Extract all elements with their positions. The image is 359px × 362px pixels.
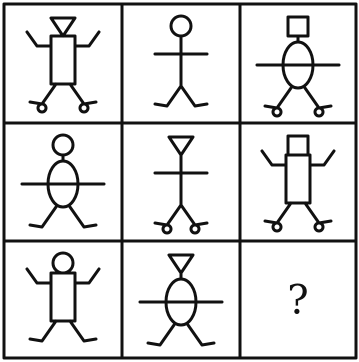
foot-circle-left (273, 108, 281, 116)
leg-left (155, 205, 181, 225)
foot-circle-left (273, 223, 281, 231)
foot-circle-left (163, 225, 171, 233)
leg-left (265, 88, 291, 108)
arm-right-raised (75, 269, 99, 283)
leg-right (70, 84, 96, 104)
head-triangle-down (169, 137, 193, 155)
head-circle (53, 253, 73, 273)
leg-left (265, 203, 291, 223)
foot-circle-right (315, 108, 323, 116)
head-triangle-down (51, 18, 75, 36)
head-circle (53, 135, 73, 155)
leg-left (155, 86, 181, 106)
stick-figure (262, 136, 334, 231)
stick-figure (27, 18, 99, 112)
leg-right (305, 88, 331, 108)
puzzle-cell (155, 16, 207, 106)
arm-left-raised (27, 32, 51, 46)
arm-right-raised (310, 151, 334, 165)
puzzle-cell (140, 255, 222, 345)
stick-figure (27, 253, 99, 341)
leg-right (70, 207, 96, 227)
stick-figure (140, 255, 222, 345)
head-circle (171, 16, 191, 36)
head-square (288, 136, 308, 155)
stick-figure (22, 135, 104, 227)
question-mark: ? (287, 278, 308, 324)
puzzle-cell (262, 136, 334, 231)
puzzle-cell (27, 253, 99, 341)
leg-right (181, 205, 207, 225)
puzzle-cell (155, 137, 207, 233)
leg-left (30, 207, 56, 227)
arm-left-raised (262, 151, 286, 165)
arm-left-raised (27, 269, 51, 283)
head-triangle-down (169, 255, 193, 273)
body-rectangle (51, 273, 75, 321)
leg-right (181, 86, 207, 106)
leg-left (30, 321, 56, 341)
foot-circle-right (191, 225, 199, 233)
stick-figure (155, 137, 207, 233)
puzzle-cell: ? (287, 278, 308, 324)
leg-right (188, 325, 214, 345)
leg-right (305, 203, 331, 223)
body-rectangle (51, 36, 75, 84)
foot-circle-left (38, 104, 46, 112)
leg-left (148, 325, 174, 345)
puzzle-cell (257, 17, 339, 116)
stick-figure (257, 17, 339, 116)
body-rectangle (286, 155, 310, 203)
stick-figure (155, 16, 207, 106)
foot-circle-right (315, 223, 323, 231)
puzzle-cell (27, 18, 99, 112)
leg-right (70, 321, 96, 341)
foot-circle-right (80, 104, 88, 112)
arm-right-raised (75, 32, 99, 46)
leg-left (30, 84, 56, 104)
head-square (288, 17, 308, 36)
puzzle-cell (22, 135, 104, 227)
